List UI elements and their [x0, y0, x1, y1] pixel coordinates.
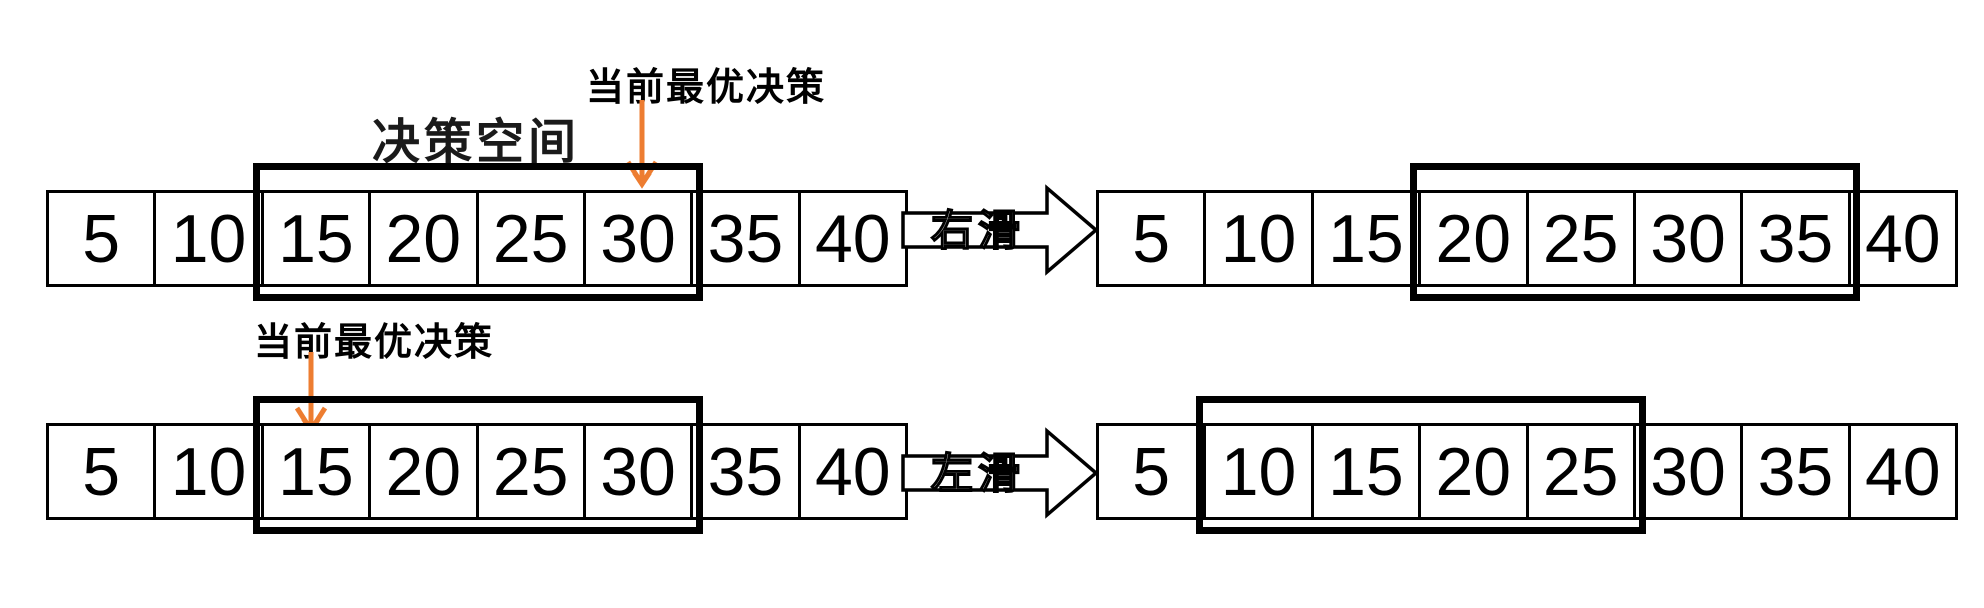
array-cell: 10: [1203, 426, 1310, 517]
array-cell: 25: [1525, 426, 1633, 517]
array-cell: 20: [368, 193, 475, 284]
array-cell: 30: [1632, 426, 1740, 517]
array-cell: 5: [1132, 433, 1171, 510]
array-cell: 35: [1740, 426, 1847, 517]
array-cell: 10: [153, 426, 260, 517]
current-best-annotation-top: 当前最优决策: [586, 67, 827, 109]
array-cell: 35: [1740, 193, 1847, 284]
array-cell: 5: [1132, 200, 1171, 277]
array-cell: 20: [368, 426, 475, 517]
slide-left-label: 左滑: [931, 450, 1025, 497]
array-cell: 30: [582, 426, 690, 517]
array-cell: 25: [475, 193, 583, 284]
array-cell: 35: [690, 426, 797, 517]
array-cell: 15: [1310, 193, 1418, 284]
array-cell: 10: [153, 193, 260, 284]
array-cell: 10: [1203, 193, 1310, 284]
slide-right-arrow-icon: 右滑: [901, 184, 1099, 276]
array-cell: 30: [582, 193, 690, 284]
array-cell: 15: [260, 193, 368, 284]
array-cell: 20: [1418, 426, 1525, 517]
array-cell: 20: [1418, 193, 1525, 284]
array-cell: 30: [1632, 193, 1740, 284]
slide-left-arrow-icon: 左滑: [901, 427, 1099, 519]
slide-right-label: 右滑: [931, 207, 1025, 254]
array-cell: 25: [475, 426, 583, 517]
array-cell: 35: [690, 193, 797, 284]
array-cell: 40: [1847, 426, 1955, 517]
array-cell: 15: [1310, 426, 1418, 517]
array-cell: 5: [82, 200, 121, 277]
array-cell: 5: [82, 433, 121, 510]
current-best-annotation-bottom: 当前最优决策: [254, 322, 495, 364]
decision-space-label: 决策空间: [371, 116, 580, 169]
array-cell: 25: [1525, 193, 1633, 284]
array-cell: 40: [1847, 193, 1955, 284]
array-cell: 15: [260, 426, 368, 517]
array-cell: 40: [797, 193, 905, 284]
down-arrow-icon: [625, 100, 659, 189]
array-cell: 40: [797, 426, 905, 517]
